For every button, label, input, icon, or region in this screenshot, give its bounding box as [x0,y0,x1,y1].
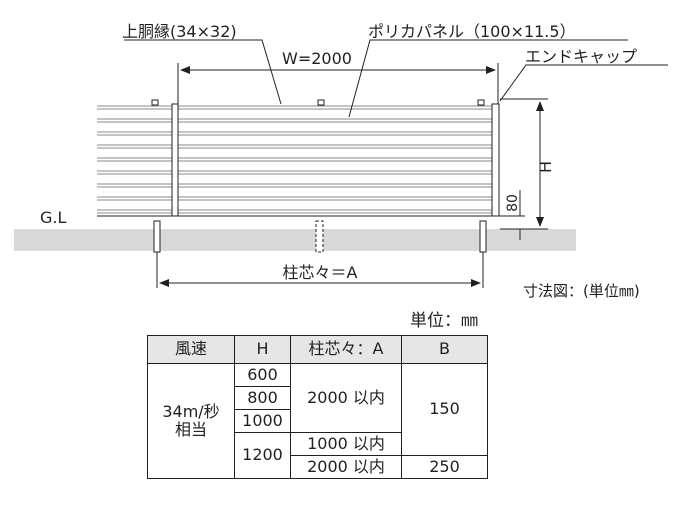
ground-label: G.L [40,208,66,227]
height-dimension [500,98,548,230]
diagram-caption: 寸法図：(単位㎜) [523,282,640,300]
width-dimension [177,63,499,104]
table-row: 800 [148,386,488,410]
wind-speed-value: 34m/秒 [162,401,220,421]
pitch-cell: 2000 以内 [290,455,402,479]
wind-speed-cell: 34m/秒 相当 [147,363,235,479]
table-row: 2000 以内 250 [148,455,488,479]
wind-speed-note: 相当 [174,420,207,439]
table-unit-label: 単位：㎜ [410,311,478,331]
width-label: W=2000 [282,49,352,68]
b-cell: 250 [401,455,488,479]
header-b: B [401,335,488,364]
gap-label: 80 [505,194,521,212]
header-post-pitch: 柱芯々：A [290,335,402,364]
fence-posts [171,103,500,217]
leader-lines [124,39,668,118]
fence-slats [97,105,497,214]
gap-dimension [499,190,525,240]
height-label: H [536,161,555,173]
spec-table: 風速 H 柱芯々：A B 34m/秒 相当 600 2000 以内 150 80… [147,335,488,479]
table-row: 34m/秒 相当 600 2000 以内 150 [147,363,488,479]
rail-clips [151,99,485,106]
height-cell: 600 [234,363,291,387]
end-cap-label: エンドキャップ [525,47,637,66]
table-row: 1000 [148,409,488,433]
header-height: H [234,335,291,364]
pitch-cell: 1000 以内 [290,432,402,456]
table-row: 1200 1000 以内 [148,432,488,479]
top-rail-label: 上胴縁(34×32) [122,22,237,41]
header-wind-speed: 風速 [147,335,235,364]
height-cell: 1000 [234,409,291,433]
b-cell: 150 [401,363,488,456]
pitch-label: 柱芯々＝A [283,263,358,282]
ground-area [14,229,576,251]
pitch-cell: 2000 以内 [290,363,402,433]
panel-label: ポリカパネル（100×11.5） [368,22,576,41]
height-cell: 1200 [234,432,291,479]
table-header-row: 風速 H 柱芯々：A B [147,335,488,364]
height-cell: 800 [234,386,291,410]
pitch-dimension [156,252,484,288]
fence-dimension-diagram: 上胴縁(34×32) ポリカパネル（100×11.5） W=2000 エンドキャ… [14,22,668,288]
